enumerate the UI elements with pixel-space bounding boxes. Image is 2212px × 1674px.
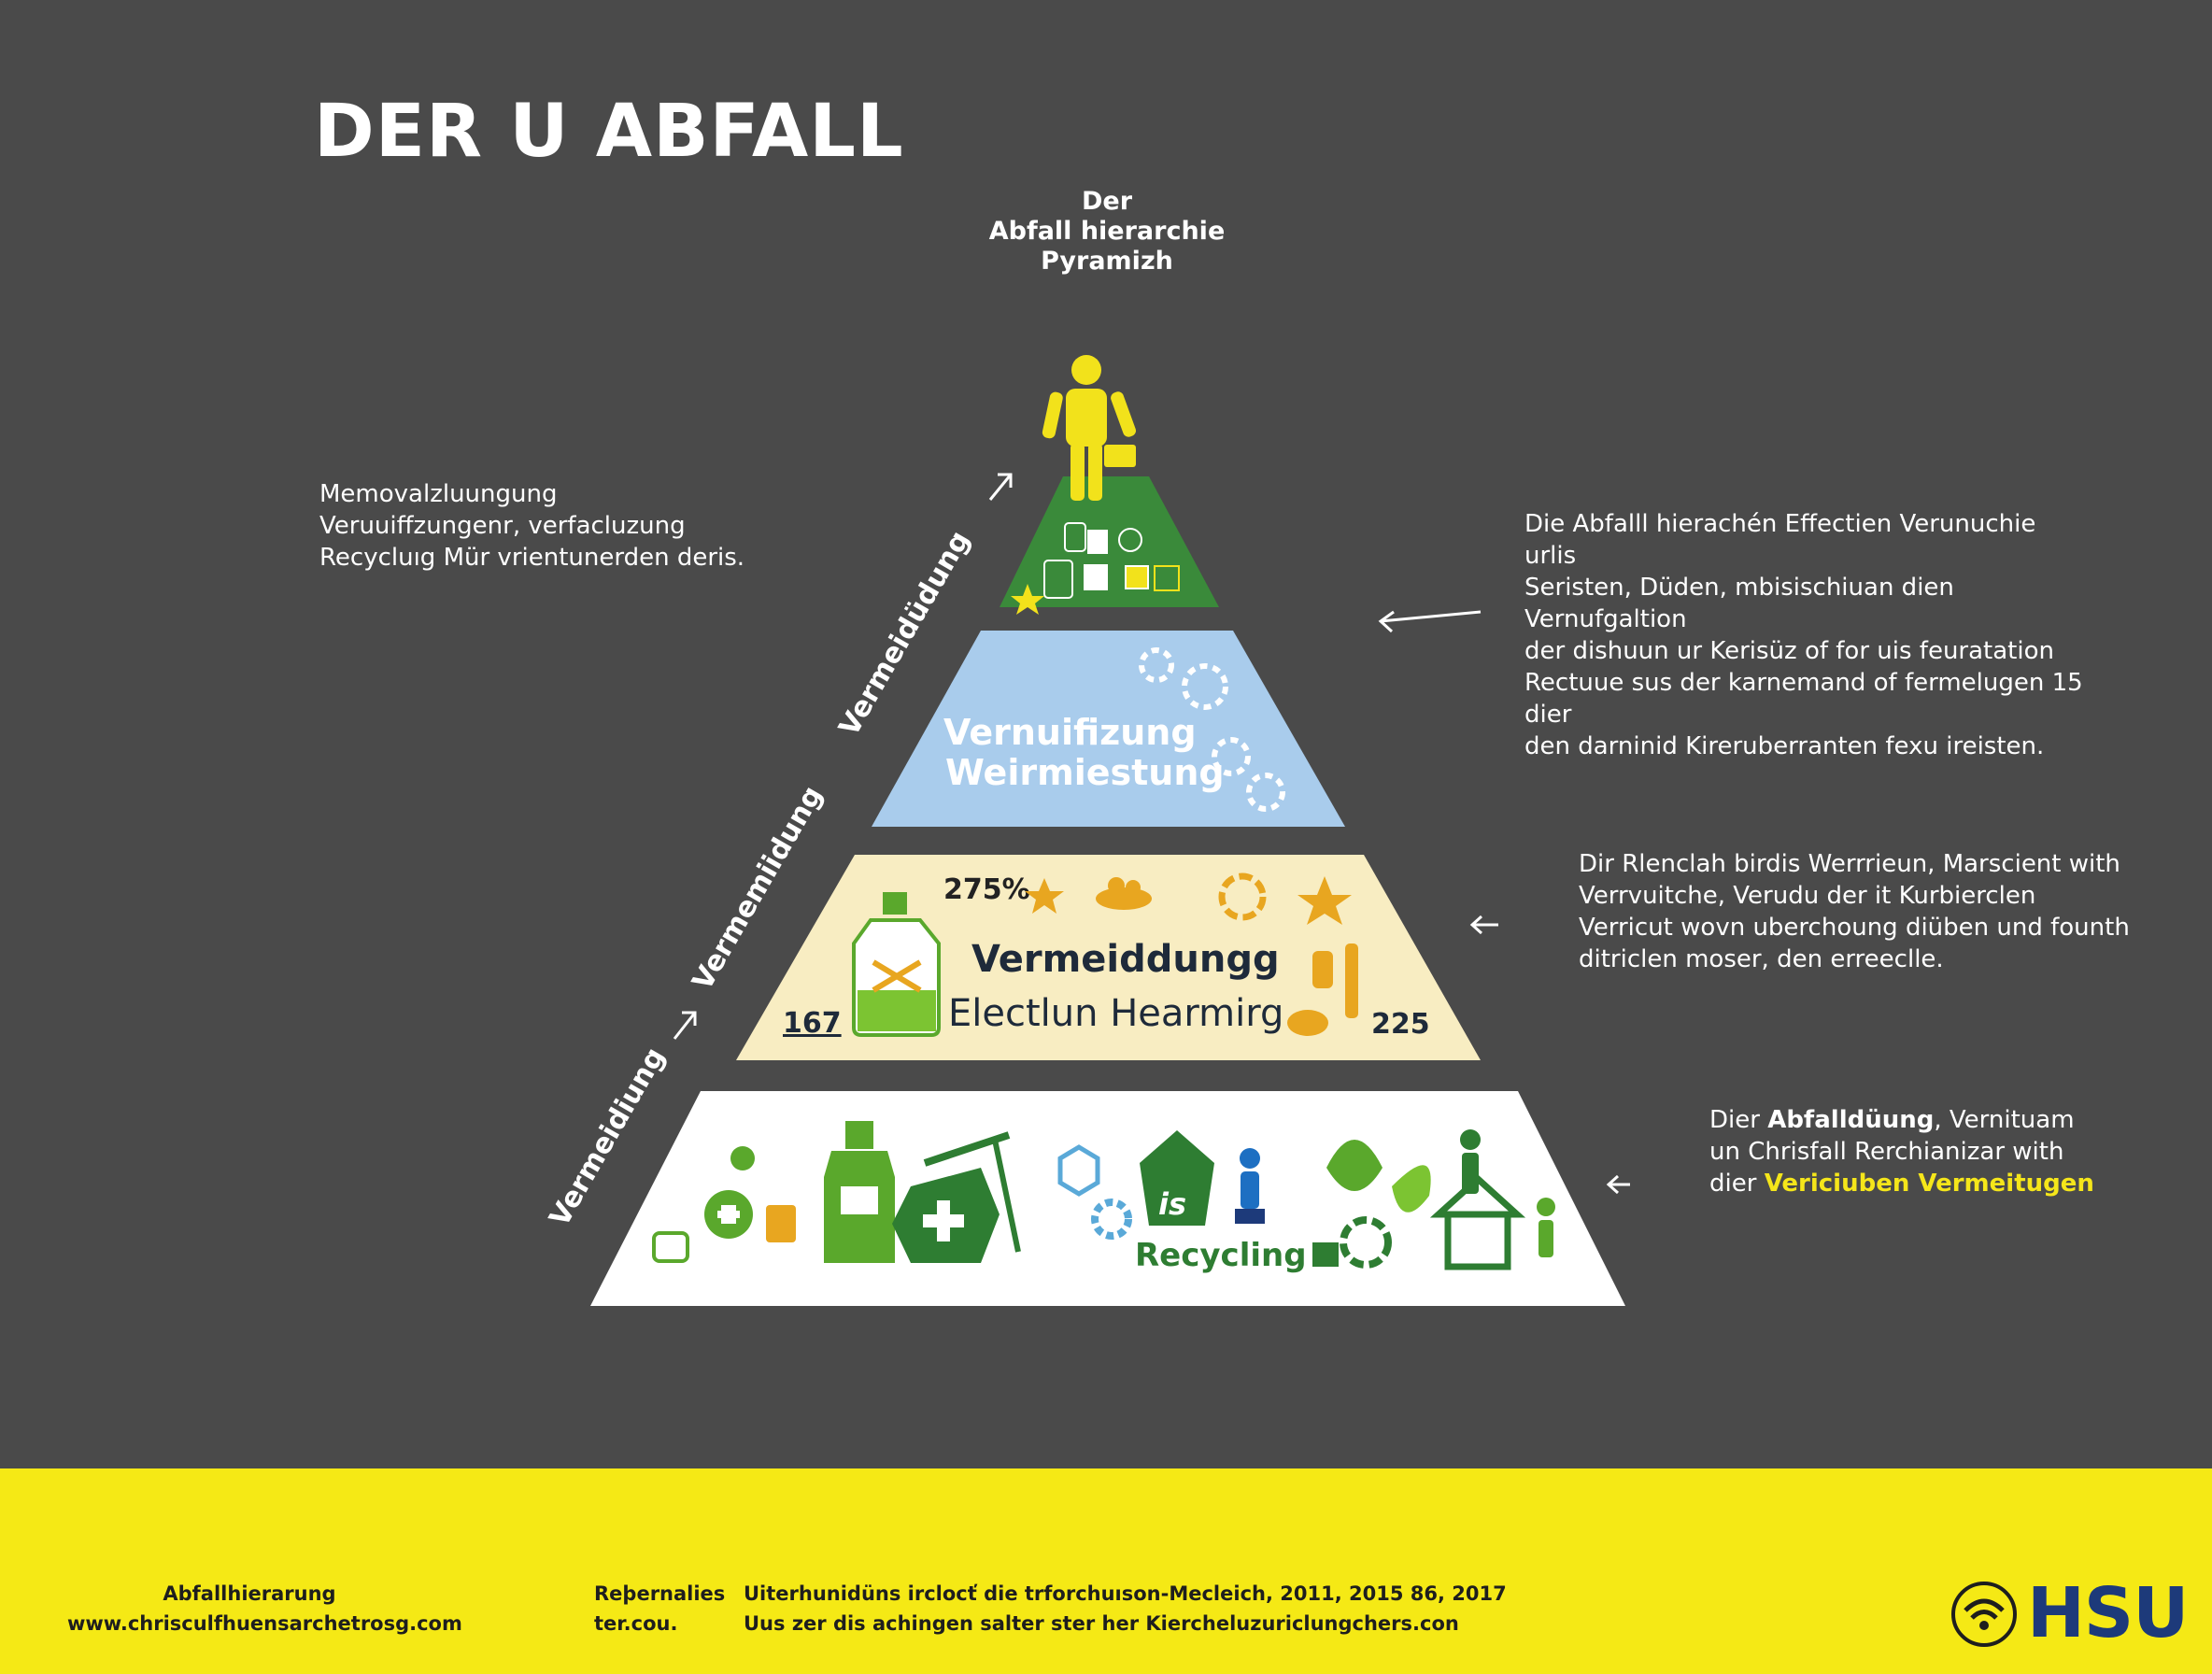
tier-4-icons: is (652, 1121, 1555, 1270)
pyramid-subtitle: Der Abfall hierarchie Pyramizh (962, 187, 1252, 277)
left-note: Memovalzluungung Veruuiffzungenr, verfac… (319, 478, 787, 574)
footer-bar: Abfallhierarung www.chrisculfhuensarchet… (0, 1468, 2212, 1674)
subtitle-line: Pyramizh (1041, 247, 1173, 276)
subtitle-line: Der (1081, 187, 1133, 216)
note-text: , Vernituam (1934, 1106, 2075, 1134)
footer-source: Abfallhierarung www.chrisculfhuensarchet… (67, 1579, 462, 1639)
note-line: Die Abfalll hierachén Effectien Verunuch… (1524, 510, 2036, 570)
note-line: Verricut wovn uberchoung diüben und foun… (1579, 914, 2130, 942)
note-line: Seristen, Düden, mbisischiuan dien Vernu… (1524, 574, 1954, 633)
tier-3-label-1: Vermeiddungg (971, 938, 1280, 981)
note-text: dier (1709, 1170, 1765, 1198)
tier-2-label-1: Vernuifizung (943, 712, 1197, 753)
footer-line: Reþernalies (594, 1582, 726, 1605)
bottle-icon (852, 892, 941, 1037)
footer-link[interactable]: www.chrisculfhuensarchetrosg.com (67, 1612, 462, 1635)
right-note-3: Dier Abfalldüung, Vernituam un Chrisfall… (1709, 1104, 2212, 1199)
note-line: Memovalzluungung (319, 480, 558, 508)
logo-wordmark: HSU (2027, 1573, 2189, 1653)
note-line: ditriclen moser, den erreeclle. (1579, 945, 1944, 973)
side-arrows (1378, 610, 1630, 1195)
arrow-head-icon (1378, 610, 1395, 633)
hsu-logo: HSU (1949, 1571, 2201, 1655)
gear-icons (1139, 647, 1285, 812)
person-icon (1042, 355, 1136, 501)
tier-3-number-left: 167 (783, 1007, 842, 1040)
diagonal-arrows (673, 473, 1013, 1040)
footer-line: Abfallhierarung (163, 1582, 336, 1605)
right-note-2: Dir Rlenclah birdis Werrrieun, Marscient… (1579, 848, 2139, 975)
page-title: DER U ABFALL (314, 90, 904, 174)
note-line: dier Vericiuben Vermeitugen (1709, 1168, 2212, 1199)
arrow-up-icon (673, 1012, 697, 1040)
tier-3-number-right: 225 (1371, 1008, 1430, 1041)
arrow-head-icon (682, 1011, 697, 1026)
note-line: Rectuue sus der karnemand of fermelugen … (1524, 669, 2083, 729)
footer-citation: Uiterhunidüns irclocť die trforchuıson-M… (744, 1579, 1507, 1639)
arrow-head-icon (1606, 1174, 1620, 1195)
note-line: un Chrisfall Rerchianizar with (1709, 1138, 2064, 1166)
tier-3-percent: 275% (943, 873, 1030, 906)
note-line: Verrvuitche, Verudu der it Kurbierclen (1579, 882, 2036, 910)
note-line: Veruuiffzungenr, verfacluzung (319, 512, 686, 540)
note-bold-text: Abfalldüung (1767, 1106, 1935, 1134)
tier-1-shape (1000, 476, 1219, 607)
arrow-head-icon (998, 473, 1013, 488)
note-line: Dir Rlenclah birdis Werrrieun, Marscient… (1579, 850, 2120, 878)
arrow-up-icon (988, 474, 1013, 501)
waste-hierarchy-pyramid: Vernuifizung Weirmiestung 275% Vermeiddu… (544, 355, 1630, 1306)
note-line: der dishuun ur Kerisüz of for uis feurat… (1524, 637, 2054, 665)
arrow-head-icon (1469, 915, 1483, 935)
subtitle-line: Abfall hierarchie (988, 217, 1226, 246)
footer-line: Uus zer dis achingen salter ster her Kie… (744, 1612, 1459, 1635)
tier-4-badge: is (1158, 1186, 1186, 1222)
footer-line: ter.cou. (594, 1612, 678, 1635)
note-line: Recycluıg Mür vrientunerden deris. (319, 544, 745, 572)
wifi-logo-icon (1951, 1582, 2017, 1647)
right-note-1: Die Abfalll hierachén Effectien Verunuch… (1524, 508, 2085, 762)
note-line: den darninid Kireruberranten fexu ireist… (1524, 732, 2045, 760)
tier-1-icons (1011, 522, 1180, 615)
note-line: Dier Abfalldüung, Vernituam (1709, 1104, 2212, 1136)
arrow-left-icon (1380, 610, 1482, 623)
tier-3-label-2: Electlun Hearmirg (948, 992, 1283, 1035)
tier-3-icons (1025, 872, 1358, 1036)
footer-line: Uiterhunidüns irclocť die trforchuıson-M… (744, 1582, 1507, 1605)
note-highlight-text: Vericiuben Vermeitugen (1764, 1170, 2094, 1198)
tier-2-label-2: Weirmiestung (945, 752, 1225, 793)
footer-references: Reþernalies ter.cou. (594, 1579, 725, 1639)
tier-4-label: Recycling (1135, 1237, 1307, 1274)
note-text: Dier (1709, 1106, 1768, 1134)
